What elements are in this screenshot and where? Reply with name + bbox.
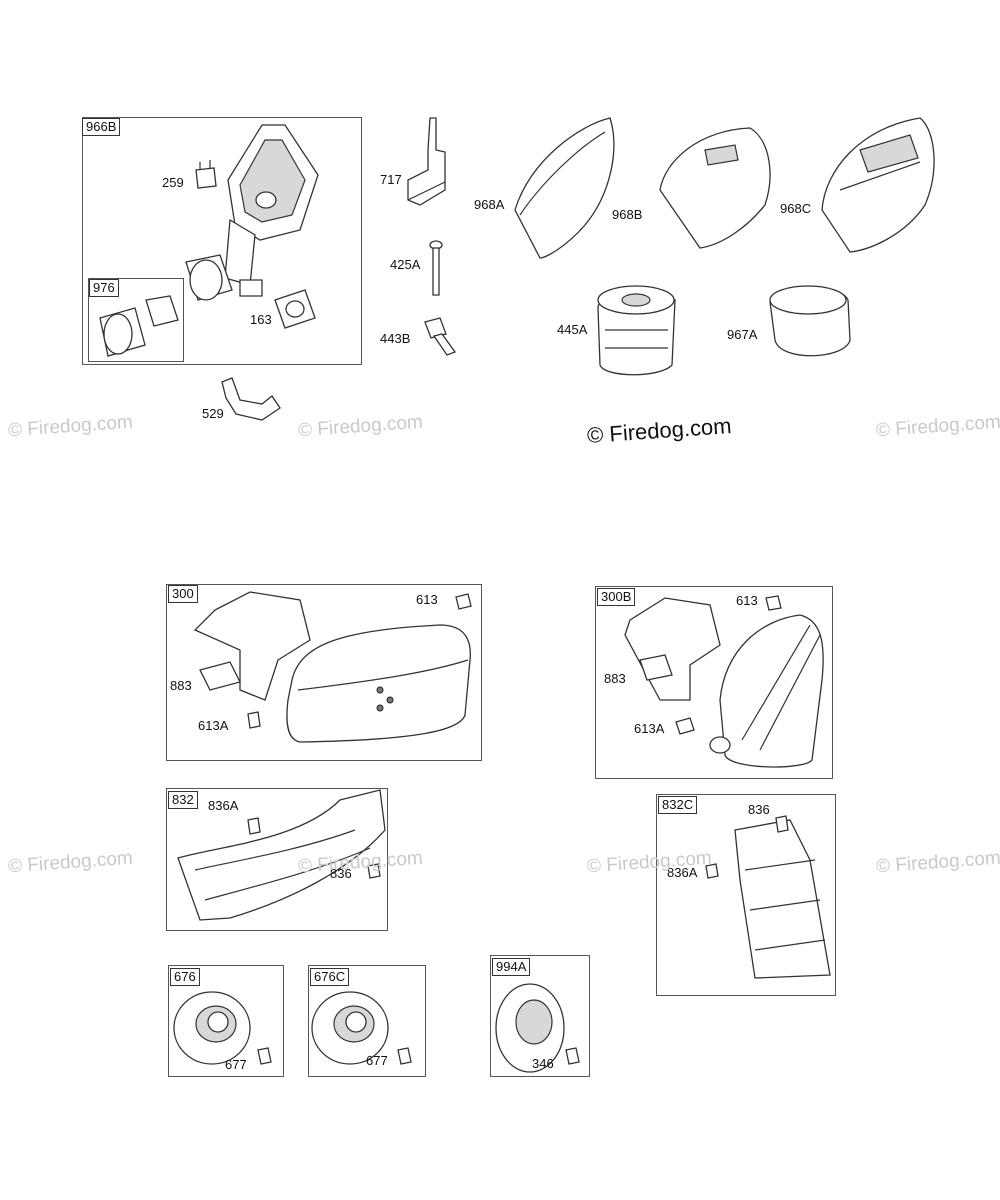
group-966B-label: 966B — [82, 118, 121, 136]
group-994A-label: 994A — [492, 958, 531, 976]
part-number-300B-613: 613 — [736, 593, 758, 608]
group-832C-box — [656, 794, 836, 996]
elbow-529-illustration — [221, 377, 281, 421]
group-676-box — [168, 965, 284, 1077]
bracket-259-illustration — [195, 160, 217, 189]
tube-976-illustration — [99, 295, 179, 357]
part-number-968B: 968B — [612, 207, 643, 222]
cover-968C-illustration — [821, 117, 935, 253]
group-300-label: 300 — [168, 585, 198, 603]
part-number-676-677: 677 — [225, 1057, 247, 1072]
deflector-676-illustration — [173, 991, 272, 1065]
group-994A-box — [490, 955, 590, 1077]
bolt-443B-illustration — [424, 317, 457, 356]
group-976-box — [88, 278, 184, 362]
air-cleaner-base-illustration — [185, 124, 319, 301]
cover-968B-illustration — [659, 127, 771, 249]
cover-968A-illustration — [514, 117, 615, 259]
guard-832C-illustration — [705, 815, 831, 979]
group-300-box — [166, 584, 482, 761]
filter-445A-illustration — [597, 285, 676, 376]
group-676-label: 676 — [170, 968, 200, 986]
part-number-832-836: 836 — [330, 866, 352, 881]
part-number-968A: 968A — [474, 197, 505, 212]
part-number-425A: 425A — [390, 257, 421, 272]
muffler-300-illustration — [193, 591, 472, 743]
deflector-994A-illustration — [495, 983, 580, 1073]
part-number-994A-346: 346 — [532, 1056, 554, 1071]
part-number-259: 259 — [162, 175, 184, 190]
part-number-163: 163 — [250, 312, 272, 327]
part-number-443B: 443B — [380, 331, 411, 346]
group-832-box — [166, 788, 388, 931]
part-number-300-613A: 613A — [198, 718, 229, 733]
group-300B-box — [595, 586, 833, 779]
group-976-label: 976 — [89, 279, 119, 297]
bolt-425A-illustration — [429, 240, 443, 296]
part-number-832C-836: 836 — [748, 802, 770, 817]
group-676C-label: 676C — [310, 968, 350, 986]
group-832-label: 832 — [168, 791, 198, 809]
part-number-967A: 967A — [727, 327, 758, 342]
bracket-717-illustration — [407, 117, 446, 206]
group-300B-label: 300B — [597, 588, 636, 606]
part-number-300B-883: 883 — [604, 671, 626, 686]
part-number-717: 717 — [380, 172, 402, 187]
part-number-529: 529 — [202, 406, 224, 421]
gasket-163-illustration — [274, 289, 316, 329]
part-number-300-613: 613 — [416, 592, 438, 607]
part-number-445A: 445A — [557, 322, 588, 337]
part-number-300-883: 883 — [170, 678, 192, 693]
part-number-300B-613A: 613A — [634, 721, 665, 736]
precleaner-967A-illustration — [769, 285, 851, 357]
part-number-832C-836A: 836A — [667, 865, 698, 880]
group-676C-box — [308, 965, 426, 1077]
guard-832-illustration — [177, 789, 386, 921]
part-number-676C-677: 677 — [366, 1053, 388, 1068]
part-number-968C: 968C — [780, 201, 812, 216]
group-832C-label: 832C — [658, 796, 698, 814]
part-number-832-836A: 836A — [208, 798, 239, 813]
muffler-300B-illustration — [624, 595, 824, 768]
deflector-676C-illustration — [311, 991, 412, 1065]
group-966B-box — [82, 117, 362, 365]
